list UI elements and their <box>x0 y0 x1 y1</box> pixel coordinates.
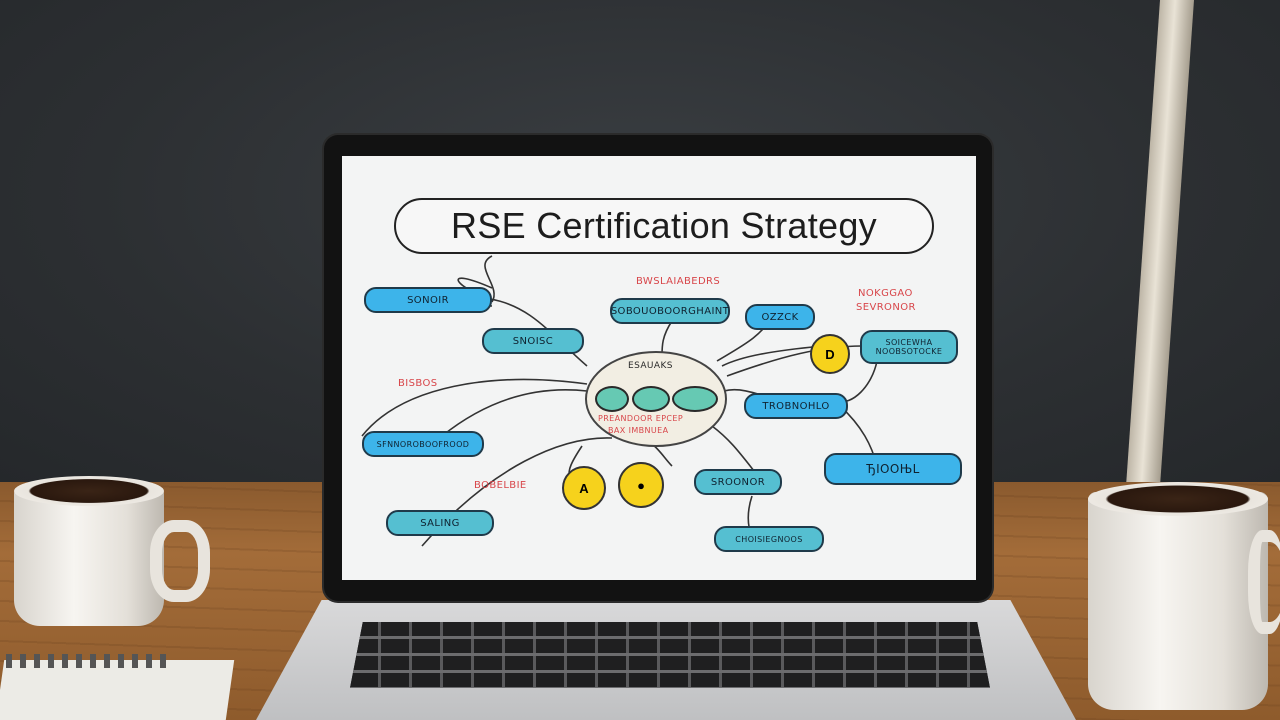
mindmap-node: TROBNOHLO <box>744 393 848 419</box>
hub-green-oval-icon <box>632 386 670 412</box>
notebook <box>0 660 235 720</box>
left-label-1: BISBOS <box>398 378 438 389</box>
left-mug <box>14 486 164 626</box>
yellow-circle-icon: A <box>562 466 606 510</box>
right-mug-coffee <box>1088 482 1268 516</box>
right-label-2: SEVRONOR <box>856 302 916 313</box>
mindmap-node: SROONOR <box>694 469 782 495</box>
top-label: BWSLAIABEDRS <box>636 276 721 287</box>
hub-green-oval-icon <box>595 386 629 412</box>
hub-label-bottom-2: BAX IMBNUEA <box>608 426 669 435</box>
notebook-rings <box>6 654 166 668</box>
mindmap-node: CHOISIEGNOOS <box>714 526 824 552</box>
right-label-1: NOKGGAO <box>858 288 913 299</box>
mindmap-node: SONOIR <box>364 287 492 313</box>
yellow-circle-icon: ● <box>618 462 664 508</box>
mindmap-node: SOBOUOBOORGHAINT <box>610 298 730 324</box>
yellow-circle-icon: D <box>810 334 850 374</box>
right-mug-handle <box>1248 530 1280 634</box>
mindmap-node: ЂIOOЊL <box>824 453 962 485</box>
mindmap-node: SOICEWHA NOOBSOTOCKE <box>860 330 958 364</box>
keyboard-rows <box>350 622 990 688</box>
left-mug-coffee <box>14 476 164 506</box>
hub-green-oval-icon <box>672 386 718 412</box>
hub-label-bottom-1: PREANDOOR EPCEP <box>598 414 684 423</box>
mindmap-node: OZZCK <box>745 304 815 330</box>
page-title: RSE Certification Strategy <box>394 198 934 254</box>
mindmap-node: SNOISC <box>482 328 584 354</box>
laptop-screen: RSE Certification Strategy BWSLAIABEDRS … <box>342 156 976 580</box>
left-label-2: BOBELBIE <box>474 480 527 491</box>
hub-label-top: ESAUAKS <box>628 361 673 371</box>
link <box>489 298 588 367</box>
mindmap-node: SALING <box>386 510 494 536</box>
mindmap-node: SFNNOROBOOFROOD <box>362 431 484 457</box>
right-mug <box>1088 492 1268 710</box>
left-mug-handle <box>150 520 210 602</box>
